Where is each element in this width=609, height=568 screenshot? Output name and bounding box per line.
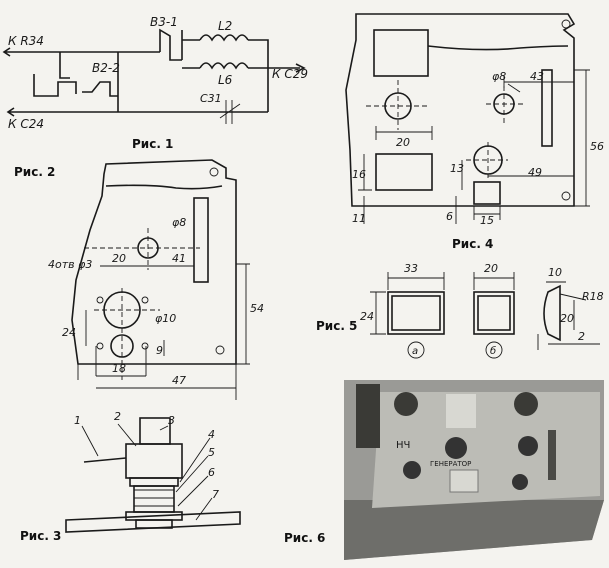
fig3-part-5: 5 [208,446,215,459]
fig3-part-6: 6 [208,466,215,479]
fig1-label-c31: С31 [200,92,222,105]
fig2-label-d54: 54 [250,302,264,315]
fig2-label-d18: 18 [112,362,126,375]
fig5-label-d20: 20 [484,262,498,275]
fig6-caption: Рис. 6 [284,531,325,545]
fig2-label-d9: 9 [156,344,163,357]
fig1-label-l6: L6 [218,73,233,87]
fig4-label-d15: 15 [480,214,494,227]
fig2-caption: Рис. 2 [14,165,55,179]
fig2-label-d20: 20 [112,252,126,265]
fig5-cutout-shapes: Рис. 5 33 20 24 10 R18 20 2 а б [316,262,604,359]
fig1-label-b22: В2-2 [92,61,120,75]
fig4-panel-plate: φ8 43 56 20 16 13 49 11 6 15 Рис. 4 [345,13,604,251]
fig1-circuit-diagram: К R34 К С24 К С29 В3-1 В2-2 L2 L6 С31 Ри… [2,15,308,151]
fig2-label-d47: 47 [172,374,186,387]
fig4-caption: Рис. 4 [452,237,493,251]
fig2-label-d8: φ8 [172,216,186,229]
fig2-panel-plate: Рис. 2 4отв φ3 φ8 φ10 20 41 54 24 9 18 4… [14,159,264,400]
fig5-label-d2: 2 [578,330,585,343]
fig5-label-d20b: 20 [560,312,574,325]
fig4-label-d56: 56 [590,140,604,153]
fig6-label-gen: ГЕНЕРАТОР [430,460,471,468]
fig2-label-d41: 41 [172,252,186,265]
fig1-label-c29: К С29 [272,67,308,81]
fig2-label-d10: φ10 [155,312,176,325]
fig2-label-holes: 4отв φ3 [48,258,92,271]
fig4-label-d8: φ8 [492,70,506,83]
fig5-label-d24: 24 [360,310,374,323]
fig3-caption: Рис. 3 [20,529,61,543]
fig1-label-r34: К R34 [8,34,44,48]
fig3-part-4: 4 [208,428,215,441]
fig5-label-d33: 33 [404,262,418,275]
fig1-caption: Рис. 1 [132,137,173,151]
fig4-label-d13: 13 [450,162,464,175]
fig1-label-c24: К С24 [8,117,44,131]
fig5-label-d10: 10 [548,266,562,279]
fig1-label-l2: L2 [218,19,232,33]
fig4-label-d16: 16 [352,168,366,181]
fig2-label-d24: 24 [62,326,76,339]
fig1-label-b31: В3-1 [150,15,178,29]
fig5-label-b: б [490,345,496,357]
fig4-label-d43: 43 [530,70,544,83]
fig4-label-d11: 11 [352,212,366,225]
fig3-part-7: 7 [212,488,219,501]
fig3-mount-assembly: 1 2 3 4 5 6 7 Рис. 3 [20,410,241,543]
fig6-device-photo: НЧ ГЕНЕРАТОР Рис. 6 [284,380,604,560]
fig4-label-d6: 6 [446,210,453,223]
fig6-label-hch: НЧ [396,440,410,451]
fig3-part-2: 2 [114,410,121,423]
fig4-label-d20: 20 [396,136,410,149]
fig3-part-1: 1 [74,414,81,427]
fig3-part-3: 3 [168,414,175,427]
fig4-label-d49: 49 [528,166,542,179]
fig5-label-r18: R18 [582,290,604,303]
fig5-label-a: а [412,346,418,357]
fig5-caption: Рис. 5 [316,319,357,333]
